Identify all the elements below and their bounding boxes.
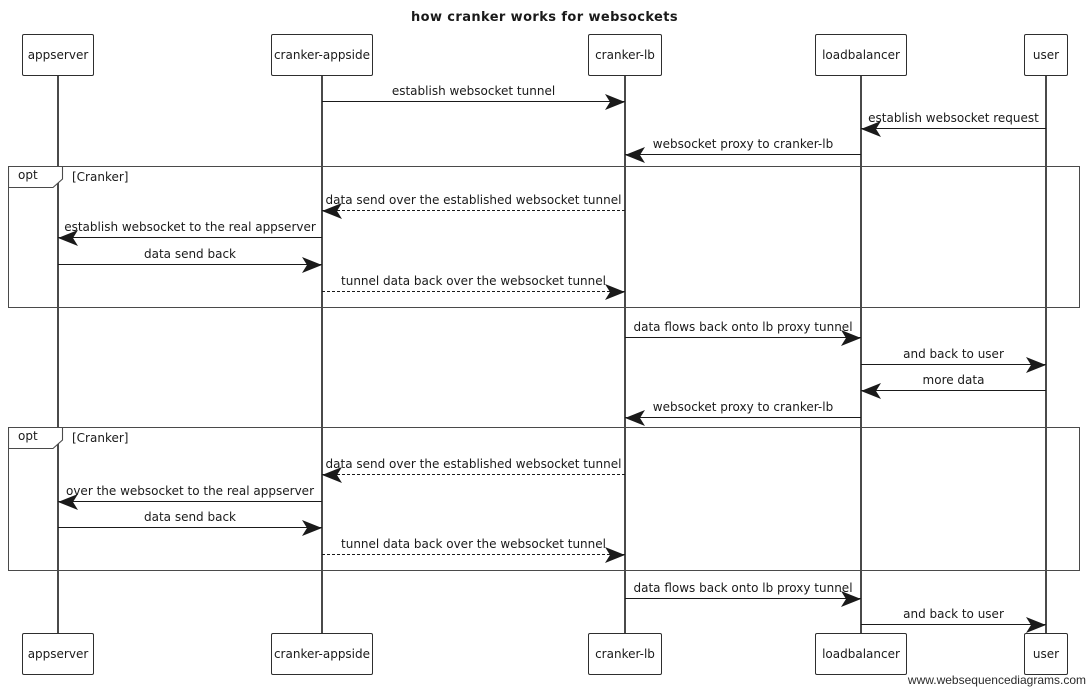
actor-box-top-loadbalancer: loadbalancer [815, 34, 907, 76]
message-line [861, 624, 1046, 625]
actor-box-bottom-user: user [1024, 633, 1068, 675]
message-line [58, 527, 322, 528]
message-line [625, 154, 861, 155]
actor-label: user [1032, 48, 1060, 62]
message-line [861, 390, 1046, 391]
opt-frame [8, 166, 1080, 308]
actor-box-top-appserver: appserver [22, 34, 94, 76]
message-label: and back to user [903, 607, 1004, 621]
actor-label: appserver [27, 647, 89, 661]
frame-operator-label: opt [18, 429, 38, 443]
message-line [58, 264, 322, 265]
message-arrowhead-icon [58, 229, 78, 250]
message-arrowhead-icon [841, 329, 861, 350]
actor-label: loadbalancer [822, 48, 900, 62]
message-line [322, 554, 625, 555]
message-label: over the websocket to the real appserver [65, 484, 315, 498]
message-arrowhead-icon [605, 283, 625, 304]
message-label: and back to user [903, 347, 1004, 361]
message-arrowhead-icon [841, 590, 861, 611]
message-line [861, 128, 1046, 129]
message-line [58, 501, 322, 502]
actor-box-bottom-loadbalancer: loadbalancer [815, 633, 907, 675]
lifeline-cranker-appside [321, 76, 323, 633]
actor-box-top-cranker-appside: cranker-appside [271, 34, 373, 76]
actor-box-bottom-appserver: appserver [22, 633, 94, 675]
frame-condition-label: [Cranker] [72, 170, 129, 184]
message-line [625, 598, 861, 599]
message-label: establish websocket request [868, 111, 1039, 125]
message-label: data send over the established websocket… [325, 193, 622, 207]
actor-box-top-user: user [1024, 34, 1068, 76]
message-line [322, 474, 625, 475]
message-arrowhead-icon [625, 146, 645, 167]
message-arrowhead-icon [861, 120, 881, 141]
message-label: data flows back onto lb proxy tunnel [633, 320, 853, 334]
message-line [625, 417, 861, 418]
actor-box-bottom-cranker-lb: cranker-lb [588, 633, 662, 675]
message-arrowhead-icon [302, 256, 322, 277]
lifeline-loadbalancer [860, 76, 862, 633]
actor-label: cranker-lb [595, 647, 655, 661]
message-arrowhead-icon [605, 546, 625, 567]
actor-box-top-cranker-lb: cranker-lb [588, 34, 662, 76]
message-arrowhead-icon [625, 409, 645, 430]
actor-label: cranker-appside [273, 647, 371, 661]
diagram-title: how cranker works for websockets [410, 10, 679, 25]
message-label: websocket proxy to cranker-lb [652, 137, 834, 151]
message-label: more data [922, 373, 985, 387]
message-arrowhead-icon [605, 93, 625, 114]
message-arrowhead-icon [861, 382, 881, 403]
frame-operator-label: opt [18, 168, 38, 182]
message-arrowhead-icon [58, 493, 78, 514]
message-line [861, 364, 1046, 365]
message-label: data send back [143, 247, 237, 261]
message-label: tunnel data back over the websocket tunn… [341, 274, 606, 288]
message-arrowhead-icon [322, 466, 342, 487]
message-arrowhead-icon [1026, 356, 1046, 377]
message-arrowhead-icon [302, 519, 322, 540]
message-line [58, 237, 322, 238]
actor-label: cranker-appside [273, 48, 371, 62]
message-label: websocket proxy to cranker-lb [652, 400, 834, 414]
actor-box-bottom-cranker-appside: cranker-appside [271, 633, 373, 675]
message-label: data send back [143, 510, 237, 524]
message-label: tunnel data back over the websocket tunn… [341, 537, 606, 551]
lifeline-user [1045, 76, 1047, 633]
message-arrowhead-icon [322, 202, 342, 223]
message-line [322, 101, 625, 102]
actor-label: appserver [27, 48, 89, 62]
message-label: establish websocket to the real appserve… [64, 220, 316, 234]
message-label: data flows back onto lb proxy tunnel [633, 581, 853, 595]
lifeline-cranker-lb [624, 76, 626, 633]
lifeline-appserver [57, 76, 59, 633]
actor-label: cranker-lb [595, 48, 655, 62]
frame-operator-tab: opt [7, 165, 64, 193]
frame-condition-label: [Cranker] [72, 431, 129, 445]
message-label: establish websocket tunnel [391, 84, 556, 98]
actor-label: user [1032, 647, 1060, 661]
message-line [625, 337, 861, 338]
watermark: www.websequencediagrams.com [907, 673, 1086, 687]
message-line [322, 291, 625, 292]
opt-frame [8, 427, 1080, 571]
message-line [322, 210, 625, 211]
message-label: data send over the established websocket… [325, 457, 622, 471]
message-arrowhead-icon [1026, 616, 1046, 637]
frame-operator-tab: opt [7, 426, 64, 454]
actor-label: loadbalancer [822, 647, 900, 661]
